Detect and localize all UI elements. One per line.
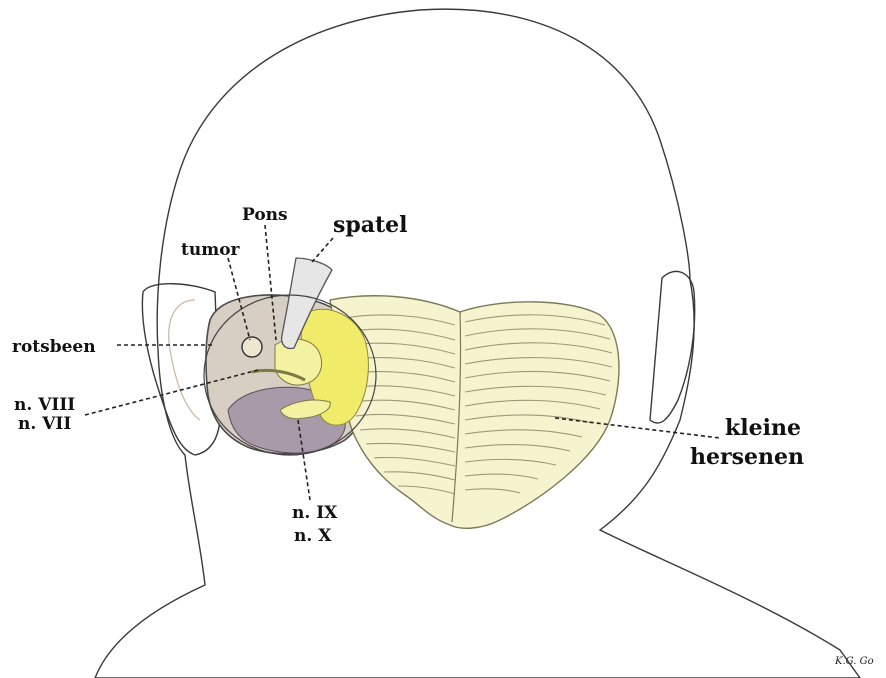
label-rotsbeen: rotsbeen (12, 337, 96, 357)
surgical-field-outline (203, 294, 377, 456)
nerve-strand (251, 368, 306, 382)
right-ear (649, 270, 696, 424)
leader-lines (84, 224, 721, 501)
label-kleine: kleine (725, 415, 801, 441)
label-n-x: n. X (294, 526, 332, 546)
cerebellum (329, 295, 620, 529)
left-ear-inner (168, 299, 201, 421)
artist-signature: K.G. Go (834, 656, 874, 667)
label-n-viii: n. VIII (14, 395, 75, 415)
spatel-retractor (280, 257, 333, 350)
label-n-vii: n. VII (18, 414, 71, 434)
tumor-mass (241, 336, 263, 358)
nerve-lower (279, 399, 331, 420)
label-pons: Pons (242, 205, 288, 225)
label-tumor: tumor (181, 240, 241, 260)
head-silhouette (94, 8, 861, 678)
label-spatel: spatel (333, 212, 408, 238)
cerebellum-vermis (451, 311, 462, 523)
left-ear (141, 283, 221, 456)
label-hersenen: hersenen (690, 444, 804, 470)
label-n-ix: n. IX (292, 503, 338, 523)
cerebellum-folia-right (464, 314, 613, 494)
